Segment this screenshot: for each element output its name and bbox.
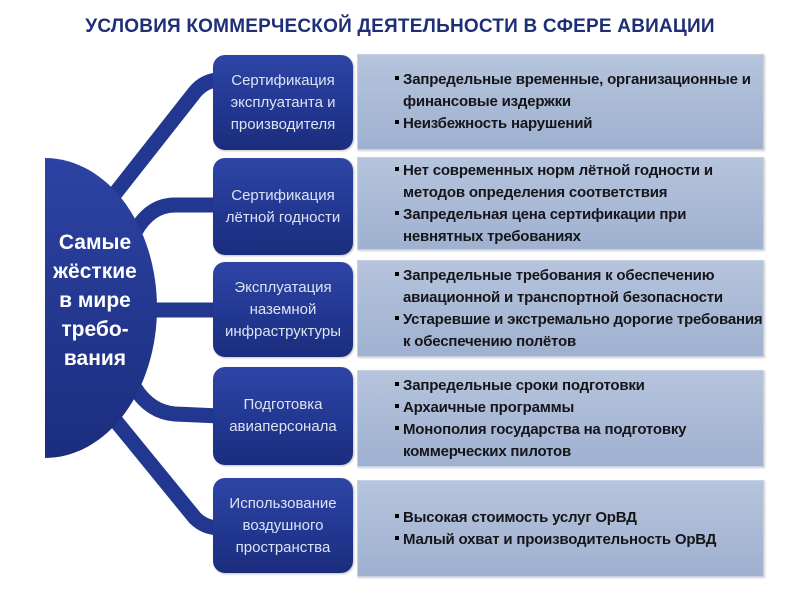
connector-5 — [107, 412, 228, 536]
category-label: Эксплуатация наземной инфраструктуры — [225, 278, 341, 340]
connector-2 — [127, 197, 228, 240]
category-label: Сертификация лётной годности — [225, 186, 341, 226]
category-label: Сертификация эксплуатанта и производител… — [230, 71, 336, 133]
category-ground-infrastructure: Эксплуатация наземной инфраструктуры — [213, 262, 353, 357]
detail-item: Запредельная цена сертификации при невня… — [395, 204, 763, 248]
detail-item: Архаичные программы — [395, 397, 763, 419]
detail-item: Запредельные требования к обеспечению ав… — [395, 265, 763, 309]
category-label: Подготовка авиаперсонала — [229, 396, 337, 435]
center-shape — [45, 158, 157, 458]
detail-item: Неизбежность нарушений — [395, 113, 763, 135]
category-airspace-use: Использование воздушного пространства — [213, 478, 353, 573]
detail-item: Запредельные временные, организационные … — [395, 69, 763, 113]
details-ground-infrastructure: Запредельные требования к обеспечению ав… — [357, 260, 764, 357]
detail-item: Малый охват и производительность ОрВД — [395, 529, 763, 551]
detail-item: Устаревшие и экстремально дорогие требов… — [395, 309, 763, 353]
detail-item: Запредельные сроки подготовки — [395, 375, 763, 397]
details-personnel-training: Запредельные сроки подготовки Архаичные … — [357, 370, 764, 467]
center-line: вания — [63, 347, 127, 370]
category-personnel-training: Подготовка авиаперсонала — [213, 367, 353, 465]
detail-item: Монополия государства на подготовку комм… — [395, 419, 763, 463]
center-line: в мире — [59, 289, 131, 312]
connector-4 — [127, 380, 228, 424]
category-airworthiness: Сертификация лётной годности — [213, 158, 353, 255]
detail-item: Нет современных норм лётной годности и м… — [395, 160, 763, 204]
category-label: Использование воздушного пространства — [229, 494, 337, 556]
details-airworthiness: Нет современных норм лётной годности и м… — [357, 157, 764, 250]
details-operator-certification: Запредельные временные, организационные … — [357, 54, 764, 150]
connector-1 — [102, 72, 228, 208]
center-line: Самые — [58, 231, 132, 254]
detail-item: Высокая стоимость услуг ОрВД — [395, 507, 763, 529]
center-line: требо- — [61, 318, 129, 341]
center-label: Самые жёсткие в мире требо- вания — [45, 228, 145, 373]
center-line: жёсткие — [53, 260, 137, 283]
category-operator-certification: Сертификация эксплуатанта и производител… — [213, 55, 353, 150]
details-airspace-use: Высокая стоимость услуг ОрВД Малый охват… — [357, 480, 764, 577]
diagram-title: УСЛОВИЯ КОММЕРЧЕСКОЙ ДЕЯТЕЛЬНОСТИ В СФЕР… — [85, 16, 715, 37]
